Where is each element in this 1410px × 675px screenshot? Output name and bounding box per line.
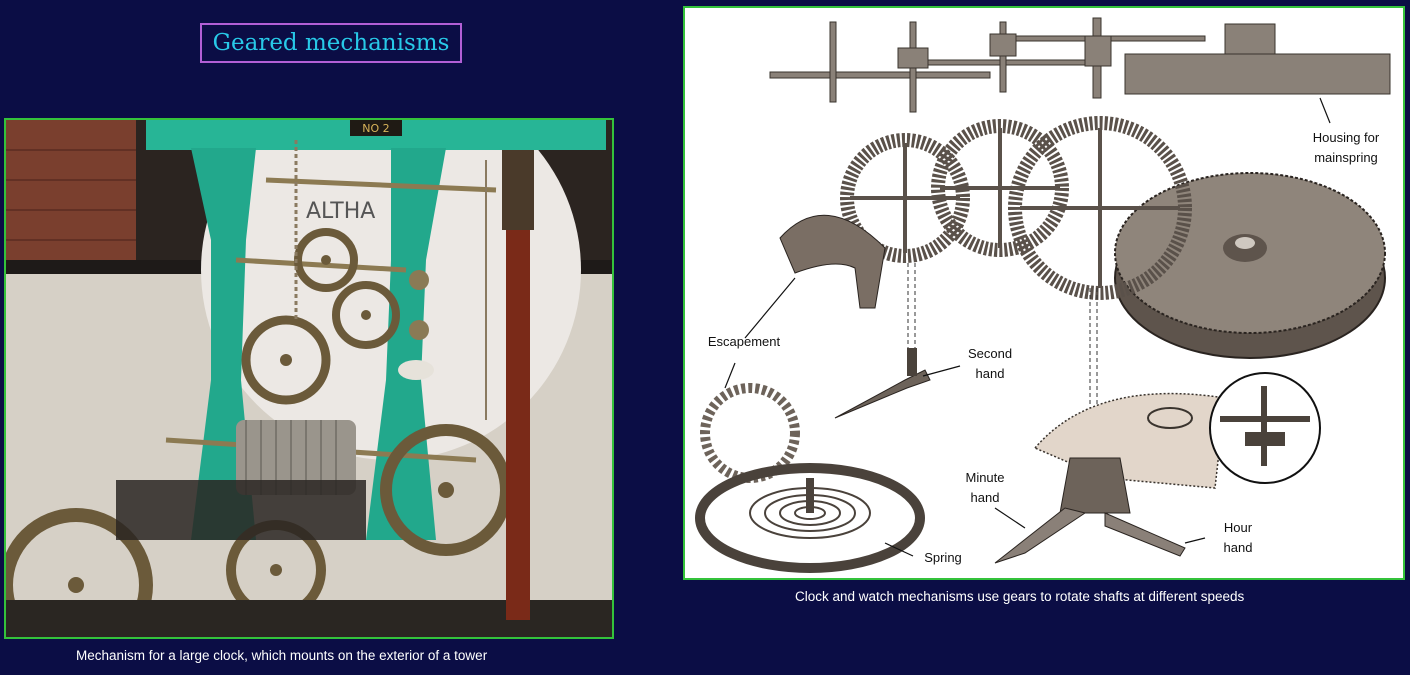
label-second-line1: Second	[967, 346, 1013, 361]
label-minute-line2: hand	[970, 490, 1000, 505]
label-hour-line2: hand	[1223, 540, 1253, 555]
label-housing-line2: mainspring	[1314, 150, 1378, 165]
label-hour-hand: Hour hand	[1208, 518, 1268, 558]
diagram-caption: Clock and watch mechanisms use gears to …	[795, 589, 1245, 604]
label-minute-hand: Minute hand	[955, 468, 1015, 508]
label-second-hand: Second hand	[960, 344, 1020, 384]
label-housing-for-mainspring: Housing for mainspring	[1305, 128, 1387, 168]
tower-clock-illustration: ALTHA NO 2	[6, 120, 612, 637]
number-plaque: NO 2	[362, 122, 389, 135]
label-hour-line1: Hour	[1223, 520, 1253, 535]
tower-clock-photo: ALTHA NO 2	[4, 118, 614, 639]
label-housing-line1: Housing for	[1312, 130, 1380, 145]
watch-mechanism-diagram: Housing for mainspring Escapement Second…	[683, 6, 1405, 580]
label-minute-line1: Minute	[965, 470, 1005, 485]
watch-gear-illustration	[695, 17, 1391, 573]
dial-text: ALTHA	[306, 199, 375, 224]
label-second-line2: hand	[975, 366, 1005, 381]
slide-title: Geared mechanisms	[200, 23, 462, 63]
label-spring: Spring	[924, 550, 962, 565]
photo-caption: Mechanism for a large clock, which mount…	[76, 648, 488, 663]
slide-title-text: Geared mechanisms	[212, 30, 450, 56]
label-escapement: Escapement	[707, 334, 781, 349]
